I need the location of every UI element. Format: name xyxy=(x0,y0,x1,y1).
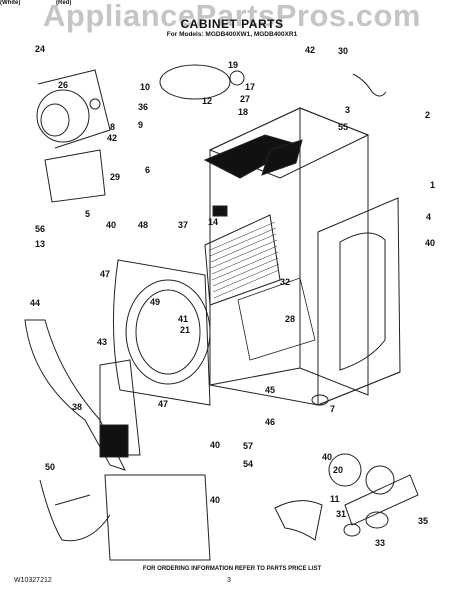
door-opening xyxy=(125,279,211,385)
wire-harness xyxy=(39,479,111,542)
part-callout-46: 46 xyxy=(265,417,275,427)
variant-red: (Red) xyxy=(56,0,72,6)
lint-filter-housing xyxy=(204,214,281,306)
cabinet-back-panel xyxy=(299,107,369,396)
part-callout-20: 20 xyxy=(333,465,343,475)
toe-panel xyxy=(104,474,211,561)
part-callout-10: 10 xyxy=(140,82,150,92)
part-callout-48: 48 xyxy=(138,220,148,230)
part-callout-30: 30 xyxy=(338,46,348,56)
vent-duct xyxy=(344,474,419,526)
exhaust-port xyxy=(365,465,395,495)
part-callout-40: 40 xyxy=(106,220,116,230)
base-rails xyxy=(237,277,316,361)
diagram-title: CABINET PARTS xyxy=(180,17,284,31)
variant-white: (White) xyxy=(0,0,21,6)
cabinet-base-edge xyxy=(209,371,401,406)
part-callout-36: 36 xyxy=(138,102,148,112)
vent-cap xyxy=(328,453,362,487)
part-callout-14: 14 xyxy=(208,217,218,227)
part-callout-2: 2 xyxy=(425,110,430,120)
part-callout-21: 21 xyxy=(180,325,190,335)
part-callout-45: 45 xyxy=(265,385,275,395)
part-callout-47: 47 xyxy=(100,269,110,279)
part-callout-33: 33 xyxy=(375,538,385,548)
part-callout-40: 40 xyxy=(210,495,220,505)
part-callout-17: 17 xyxy=(245,82,255,92)
part-callout-13: 13 xyxy=(35,239,45,249)
part-callout-3: 3 xyxy=(345,105,350,115)
drive-belt xyxy=(159,64,231,100)
part-callout-27: 27 xyxy=(240,94,250,104)
part-callout-11: 11 xyxy=(330,494,340,504)
part-callout-1: 1 xyxy=(430,180,435,190)
part-callout-44: 44 xyxy=(30,298,40,308)
part-callout-6: 6 xyxy=(145,165,150,175)
models-line: For Models: MGDB400XW1, MGDB400XR1 xyxy=(166,31,298,38)
part-callout-40: 40 xyxy=(322,452,332,462)
duct-clamp xyxy=(365,511,389,529)
power-cord xyxy=(352,73,387,97)
part-callout-29: 29 xyxy=(110,172,120,182)
exhaust-elbow xyxy=(274,500,323,541)
motor-winding xyxy=(40,103,70,137)
part-callout-35: 35 xyxy=(418,516,428,526)
part-callout-42: 42 xyxy=(305,45,315,55)
part-callout-28: 28 xyxy=(285,314,295,324)
part-callout-43: 43 xyxy=(97,337,107,347)
part-callout-12: 12 xyxy=(202,96,212,106)
part-callout-40: 40 xyxy=(210,440,220,450)
document-number: W10327212 xyxy=(14,577,52,584)
part-callout-38: 38 xyxy=(72,402,82,412)
front-panel xyxy=(112,259,211,406)
part-callout-4: 4 xyxy=(426,212,431,222)
part-callout-42: 42 xyxy=(107,133,117,143)
part-callout-47: 47 xyxy=(158,399,168,409)
motor-bracket-outline xyxy=(37,69,111,149)
front-trim xyxy=(24,319,126,471)
part-callout-37: 37 xyxy=(178,220,188,230)
part-callout-54: 54 xyxy=(243,459,253,469)
part-callout-49: 49 xyxy=(150,297,160,307)
part-callout-8: 8 xyxy=(110,122,115,132)
part-callout-50: 50 xyxy=(45,462,55,472)
leveling-leg xyxy=(311,394,329,406)
duct-gasket xyxy=(343,523,361,537)
part-callout-26: 26 xyxy=(58,80,68,90)
insulation-lower xyxy=(99,424,129,458)
part-callout-41: 41 xyxy=(178,314,188,324)
cabinet-top-edge xyxy=(208,107,370,179)
part-callout-18: 18 xyxy=(238,107,248,117)
motor xyxy=(36,89,90,143)
part-callout-57: 57 xyxy=(243,441,253,451)
insulation-pad-2 xyxy=(261,139,303,176)
idler-pulley xyxy=(229,70,245,86)
ordering-note: FOR ORDERING INFORMATION REFER TO PARTS … xyxy=(142,566,322,572)
part-callout-19: 19 xyxy=(228,60,238,70)
motor-mount xyxy=(44,149,106,203)
part-callout-56: 56 xyxy=(35,224,45,234)
part-callout-31: 31 xyxy=(336,509,346,519)
page-number: 3 xyxy=(227,577,231,584)
watermark: AppliancePartsPros.com xyxy=(43,0,421,33)
part-callout-24: 24 xyxy=(35,44,45,54)
part-callout-32: 32 xyxy=(280,277,290,287)
part-callout-9: 9 xyxy=(138,120,143,130)
part-callout-7: 7 xyxy=(330,404,335,414)
sensor-block xyxy=(212,205,228,217)
part-callout-40: 40 xyxy=(425,238,435,248)
door-seal xyxy=(135,289,201,375)
right-side-emboss xyxy=(339,232,386,371)
motor-pulley xyxy=(89,98,101,110)
part-callout-5: 5 xyxy=(85,209,90,219)
part-callout-55: 55 xyxy=(338,122,348,132)
cabinet-right-side xyxy=(317,197,401,406)
